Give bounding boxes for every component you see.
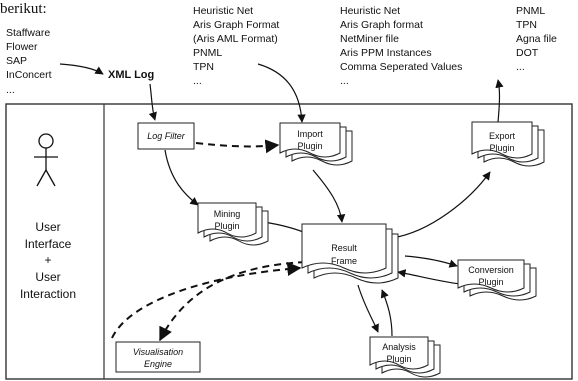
svg-text:Plugin: Plugin [297,141,322,151]
connectors [59,63,504,342]
svg-text:Engine: Engine [144,359,172,369]
input-sources-list: Staffware Flower SAP InConcert ... [6,27,52,96]
input-source: SAP [6,55,27,67]
export-to-formats-arrow [495,79,504,123]
import-format: Heuristic Net [193,5,253,17]
mining-plugin-box: Mining Plugin [197,202,269,246]
export-format: Aris Graph format [340,19,423,31]
export-format: NetMiner file [340,33,399,45]
export-plugin-box: Export Plugin [471,121,545,167]
svg-text:User: User [35,220,60,234]
svg-text:Export: Export [489,131,516,141]
svg-text:Import: Import [297,129,323,139]
svg-text:Conversion: Conversion [468,265,514,275]
svg-text:Plugin: Plugin [489,143,514,153]
export-format: DOT [516,47,539,59]
input-source: InConcert [6,69,52,81]
import-plugin-box: Import Plugin [279,122,353,166]
export-format: Aris PPM Instances [340,47,432,59]
svg-text:Mining: Mining [214,209,241,219]
input-source: Flower [6,41,38,53]
result-to-analysis-arrow [357,284,379,333]
input-source: Staffware [6,27,50,39]
visualisation-to-result-dashed-arrow [111,262,302,339]
import-format: (Aris AML Format) [193,33,278,45]
input-source: ... [6,84,15,96]
conversion-plugin-box: Conversion Plugin [457,259,537,301]
user-stick-figure-icon [34,133,58,187]
svg-text:Frame: Frame [331,256,357,266]
result-to-visualisation-dashed-arrow [159,261,306,342]
xml-log-label: XML Log [108,69,154,81]
user-interface-label: User Interface + User Interaction [20,220,76,301]
export-format: ... [340,75,349,87]
svg-text:User: User [35,270,60,284]
export-format: Agna file [516,33,557,45]
framework-boundary [5,103,573,380]
export-format: TPN [516,19,537,31]
svg-text:Plugin: Plugin [386,354,411,364]
export-format: Comma Seperated Values [340,61,462,73]
import-format: ... [193,75,202,87]
svg-text:Visualisation: Visualisation [133,347,183,357]
analysis-to-result-arrow [380,289,393,337]
export-formats-list: Heuristic Net Aris Graph format NetMiner… [340,5,462,87]
svg-text:Plugin: Plugin [214,221,239,231]
caption-fragment: berikut: [0,1,47,17]
result-frame-box: Result Frame [301,223,399,284]
export-format: PNML [516,5,545,17]
filter-to-import-dashed-arrow [195,139,280,154]
result-to-conversion-arrow [404,255,458,268]
svg-text:Log Filter: Log Filter [147,131,186,141]
export-formats-right-list: PNML TPN Agna file DOT ... [516,5,557,73]
analysis-plugin-box: Analysis Plugin [369,336,441,378]
import-format: Aris Graph Format [193,19,279,31]
svg-text:Result: Result [331,243,357,253]
import-format: PNML [193,47,222,59]
export-format: ... [516,61,525,73]
svg-text:Plugin: Plugin [478,277,503,287]
svg-text:Interaction: Interaction [20,287,76,301]
input-to-xml-log-arrow [59,63,104,75]
xml-log-to-filter-arrow [148,83,157,121]
import-format: TPN [193,61,214,73]
visualisation-engine-box: Visualisation Engine [115,341,201,373]
svg-text:Interface: Interface [25,237,72,251]
svg-text:Analysis: Analysis [382,342,416,352]
result-to-export-arrow [391,171,491,239]
filter-to-mining-arrow [164,149,199,206]
svg-text:+: + [44,253,51,267]
import-to-result-arrow [312,169,346,223]
export-format: Heuristic Net [340,5,400,17]
import-formats-list: Heuristic Net Aris Graph Format (Aris AM… [193,5,279,87]
formats-to-import-arrow [257,63,306,123]
log-filter-box: Log Filter [137,122,195,150]
